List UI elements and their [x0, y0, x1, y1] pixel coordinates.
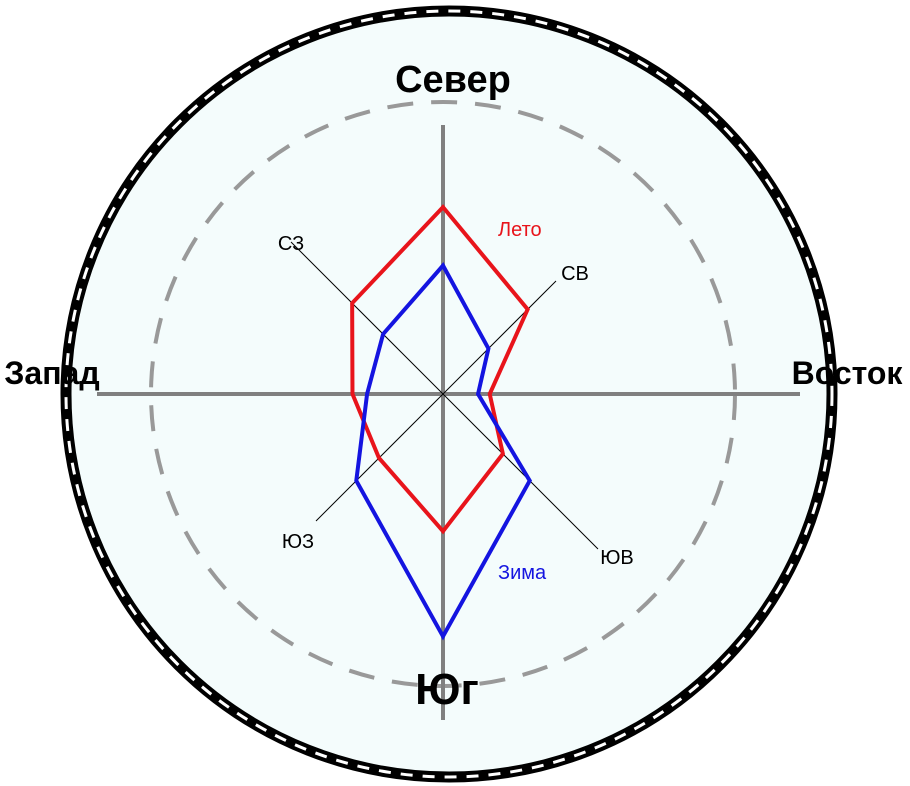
label-northwest: СЗ [278, 233, 304, 255]
legend-summer: Лето [498, 219, 542, 241]
legend-winter: Зима [498, 562, 547, 584]
label-west: Запад [4, 355, 99, 391]
label-southeast: ЮВ [600, 547, 634, 569]
nw-se-axis [290, 241, 599, 550]
label-southwest: ЮЗ [282, 531, 314, 553]
label-south: Юг [415, 665, 479, 714]
label-northeast: СВ [561, 263, 589, 285]
label-north: Север [395, 59, 511, 101]
outer-ring-dashes [64, 9, 834, 779]
label-east: Восток [792, 355, 904, 391]
